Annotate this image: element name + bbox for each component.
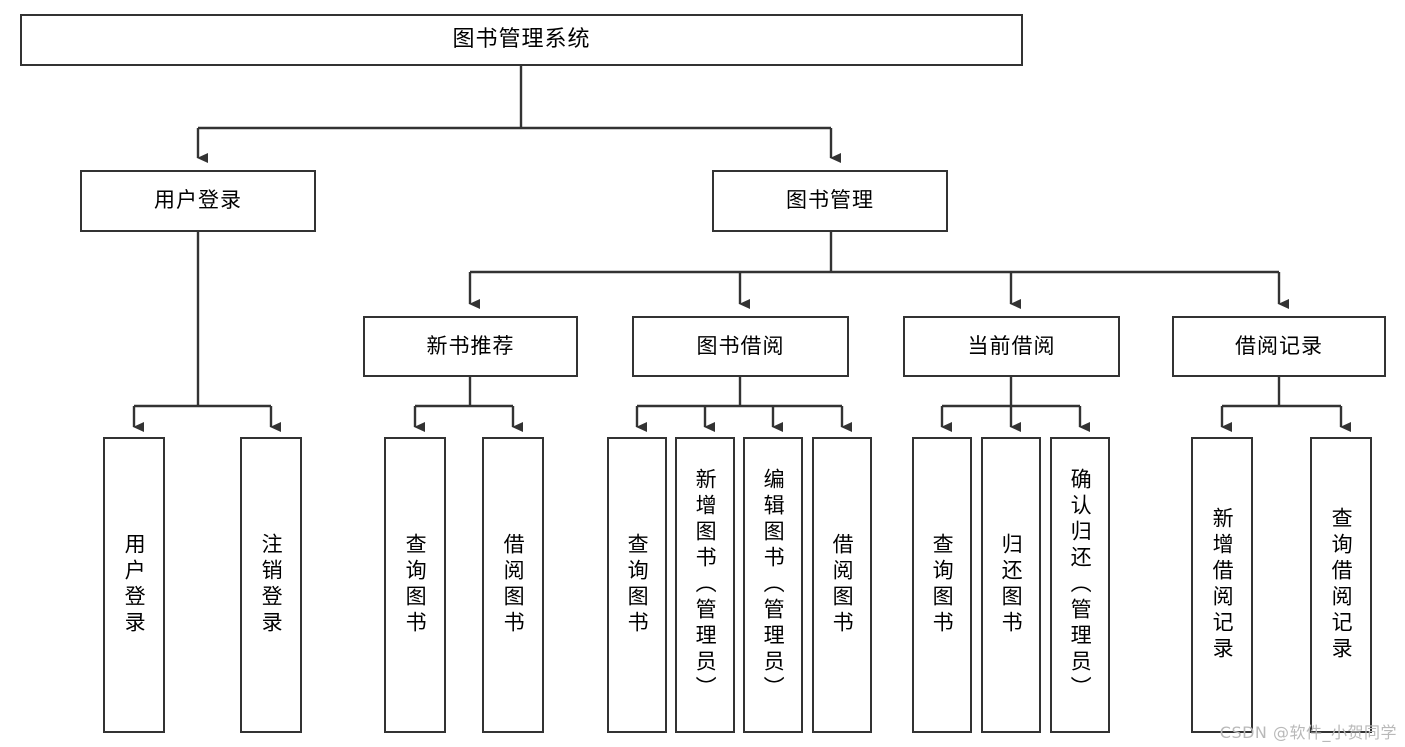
leaf-query-book-borrow[interactable]: 查询图书 (607, 437, 667, 733)
node-book-management[interactable]: 图书管理 (712, 170, 948, 232)
node-book-borrow[interactable]: 图书借阅 (632, 316, 849, 377)
leaf-confirm-return-admin[interactable]: 确认归还（管理员） (1050, 437, 1110, 733)
leaf-borrow-book-recommend[interactable]: 借阅图书 (482, 437, 544, 733)
leaf-add-borrow-record[interactable]: 新增借阅记录 (1191, 437, 1253, 733)
node-root-library-system[interactable]: 图书管理系统 (20, 14, 1023, 66)
leaf-add-book-admin[interactable]: 新增图书（管理员） (675, 437, 735, 733)
csdn-watermark: CSDN @软件_小贺同学 (1219, 723, 1397, 742)
node-user-login[interactable]: 用户登录 (80, 170, 316, 232)
leaf-query-borrow-record[interactable]: 查询借阅记录 (1310, 437, 1372, 733)
leaf-logout-login[interactable]: 注销登录 (240, 437, 302, 733)
node-new-book-recommend[interactable]: 新书推荐 (363, 316, 578, 377)
node-borrow-record[interactable]: 借阅记录 (1172, 316, 1386, 377)
leaf-return-book[interactable]: 归还图书 (981, 437, 1041, 733)
leaf-borrow-book[interactable]: 借阅图书 (812, 437, 872, 733)
node-current-borrow[interactable]: 当前借阅 (903, 316, 1120, 377)
leaf-edit-book-admin[interactable]: 编辑图书（管理员） (743, 437, 803, 733)
leaf-query-book-current[interactable]: 查询图书 (912, 437, 972, 733)
leaf-user-login[interactable]: 用户登录 (103, 437, 165, 733)
leaf-query-book-recommend[interactable]: 查询图书 (384, 437, 446, 733)
